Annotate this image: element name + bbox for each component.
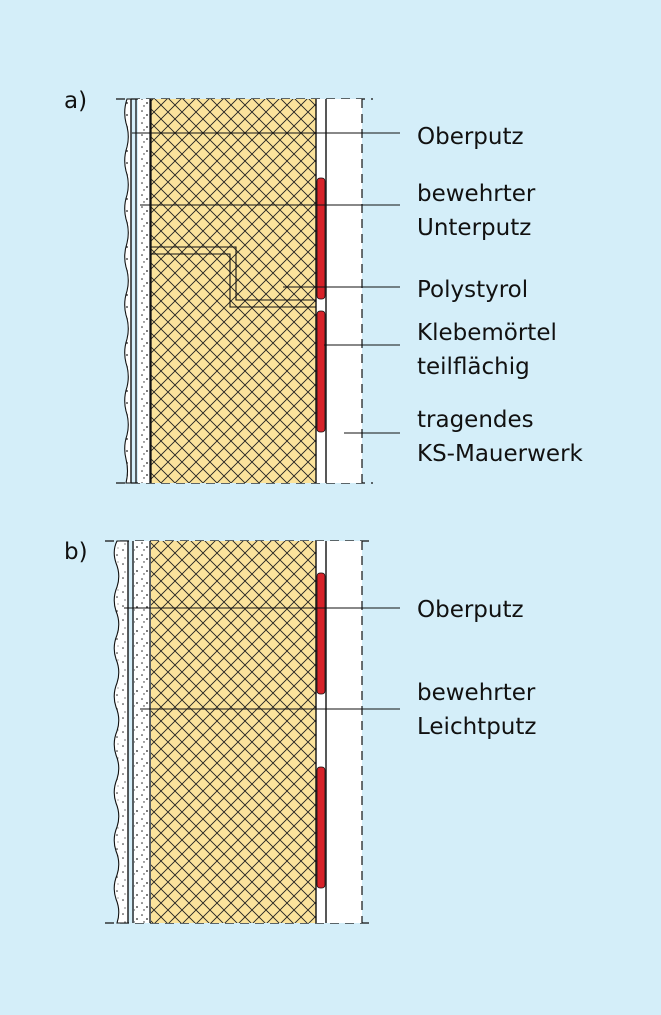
oberputz-layer (124, 98, 132, 484)
label-oberputz: Oberputz (417, 597, 524, 623)
adhesive-dab (316, 572, 326, 695)
leichtputz-layer (134, 541, 150, 923)
label-bewehrter-unterputz: bewehrter Unterputz (417, 181, 543, 241)
polystyrol-layer (151, 541, 316, 923)
label-mauerwerk: tragendes KS-Mauerwerk (417, 407, 584, 467)
adhesive-dab (316, 766, 326, 889)
adhesive-dab (316, 310, 326, 433)
label-bewehrter-leichtputz: bewehrter Leichtputz (417, 680, 543, 740)
label-polystyrol: Polystyrol (417, 277, 528, 303)
masonry-layer (326, 541, 362, 923)
polystyrol-layer (151, 99, 316, 483)
panel-b: b) Oberputz bewehrter Leichtputz (64, 539, 543, 924)
panel-b-letter: b) (64, 539, 88, 565)
oberputz-layer (113, 540, 129, 924)
label-oberputz: Oberputz (417, 124, 524, 150)
insulation-joint (151, 246, 316, 301)
adhesive-dab (316, 177, 326, 300)
panel-a: a) Oberputz (64, 88, 584, 484)
label-klebemoertel: Klebemörtel teilflächig (417, 320, 564, 380)
adhesive-gap (316, 541, 326, 923)
insulation-joint-2 (151, 253, 316, 308)
unterputz-layer (138, 99, 150, 483)
panel-a-letter: a) (64, 88, 87, 114)
masonry-layer (326, 99, 362, 483)
